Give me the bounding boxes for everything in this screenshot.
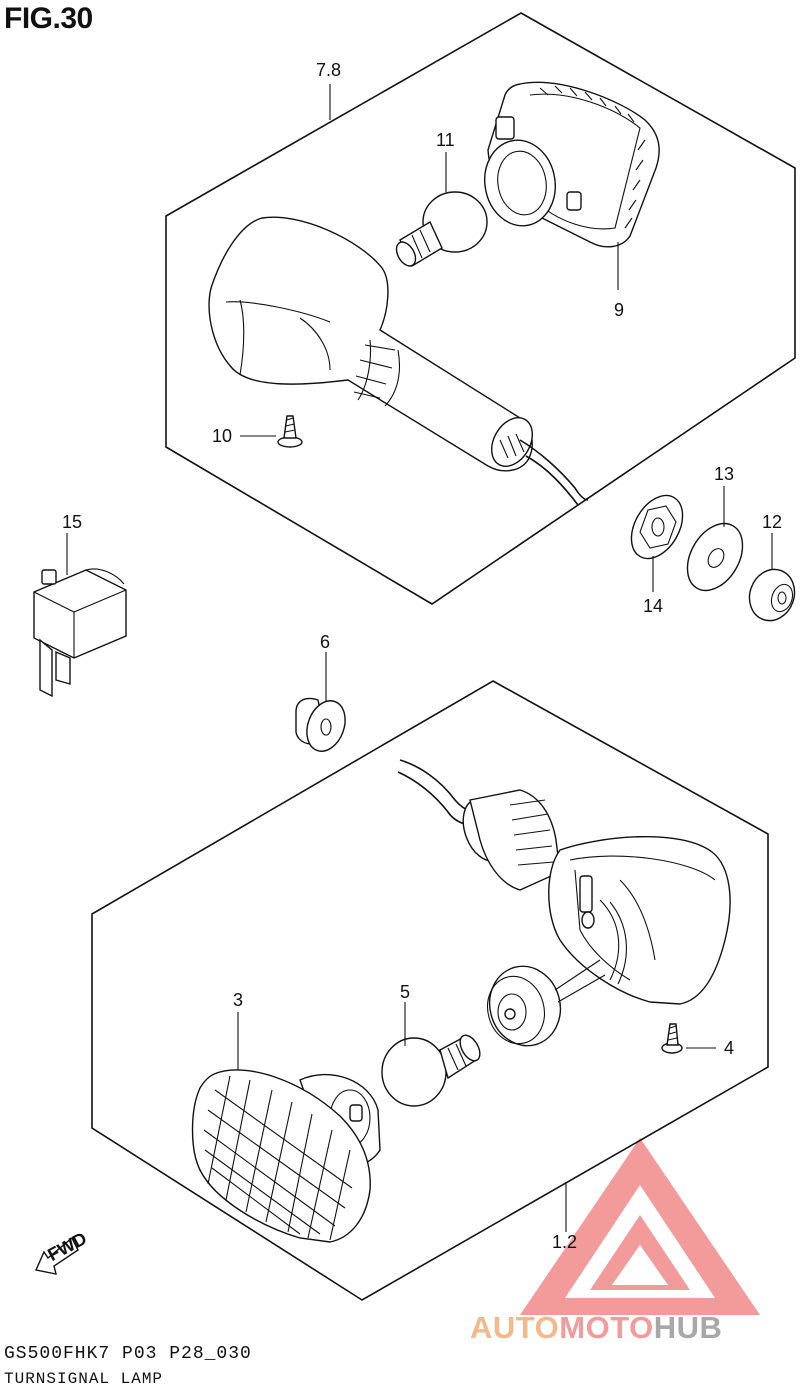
label-part-7-8: 7.8 <box>316 60 341 80</box>
screw-upper <box>277 415 303 448</box>
label-part-12: 12 <box>762 512 782 532</box>
watermark-auto: AUTO <box>470 1310 560 1345</box>
socket-lower <box>487 959 606 1047</box>
lamp-housing-lower <box>397 759 731 1005</box>
label-part-6: 6 <box>320 632 330 652</box>
fwd-label: FWD <box>44 1228 90 1265</box>
watermark-logo <box>520 1138 760 1315</box>
lens-upper <box>484 81 660 248</box>
bulb-upper <box>395 191 488 268</box>
washer-13 <box>686 522 744 592</box>
label-part-4: 4 <box>724 1038 734 1058</box>
lens-lower <box>191 1069 381 1243</box>
footer-section-name: TURNSIGNAL LAMP <box>4 1370 164 1388</box>
label-part-15: 15 <box>62 512 82 532</box>
nut-12 <box>748 568 796 622</box>
label-part-11: 11 <box>436 130 455 150</box>
label-part-3: 3 <box>233 990 243 1010</box>
figure-title: FIG.30 <box>4 2 93 35</box>
relay <box>33 568 127 698</box>
bulb-lower <box>381 1034 481 1107</box>
watermark-hub: HUB <box>653 1310 723 1345</box>
watermark-moto: MOTO <box>559 1310 654 1345</box>
grommet-6 <box>295 697 346 752</box>
footer-model-code: GS500FHK7 P03 P28_030 <box>4 1344 252 1364</box>
screw-lower <box>661 1023 683 1054</box>
lamp-housing-upper <box>208 216 589 506</box>
lower-assembly-boundary <box>91 680 769 1301</box>
label-part-13: 13 <box>714 464 734 484</box>
label-part-5: 5 <box>400 982 410 1002</box>
label-part-14: 14 <box>643 596 663 616</box>
label-part-1-2: 1.2 <box>552 1232 577 1252</box>
nut-14 <box>630 494 684 560</box>
label-part-9: 9 <box>614 300 624 320</box>
fwd-arrow-icon: FWD <box>35 1228 90 1275</box>
leader-lines <box>66 84 773 1232</box>
label-part-10: 10 <box>212 426 232 446</box>
watermark-text: AUTOMOTOHUB <box>470 1310 722 1346</box>
upper-assembly-boundary <box>165 12 796 605</box>
